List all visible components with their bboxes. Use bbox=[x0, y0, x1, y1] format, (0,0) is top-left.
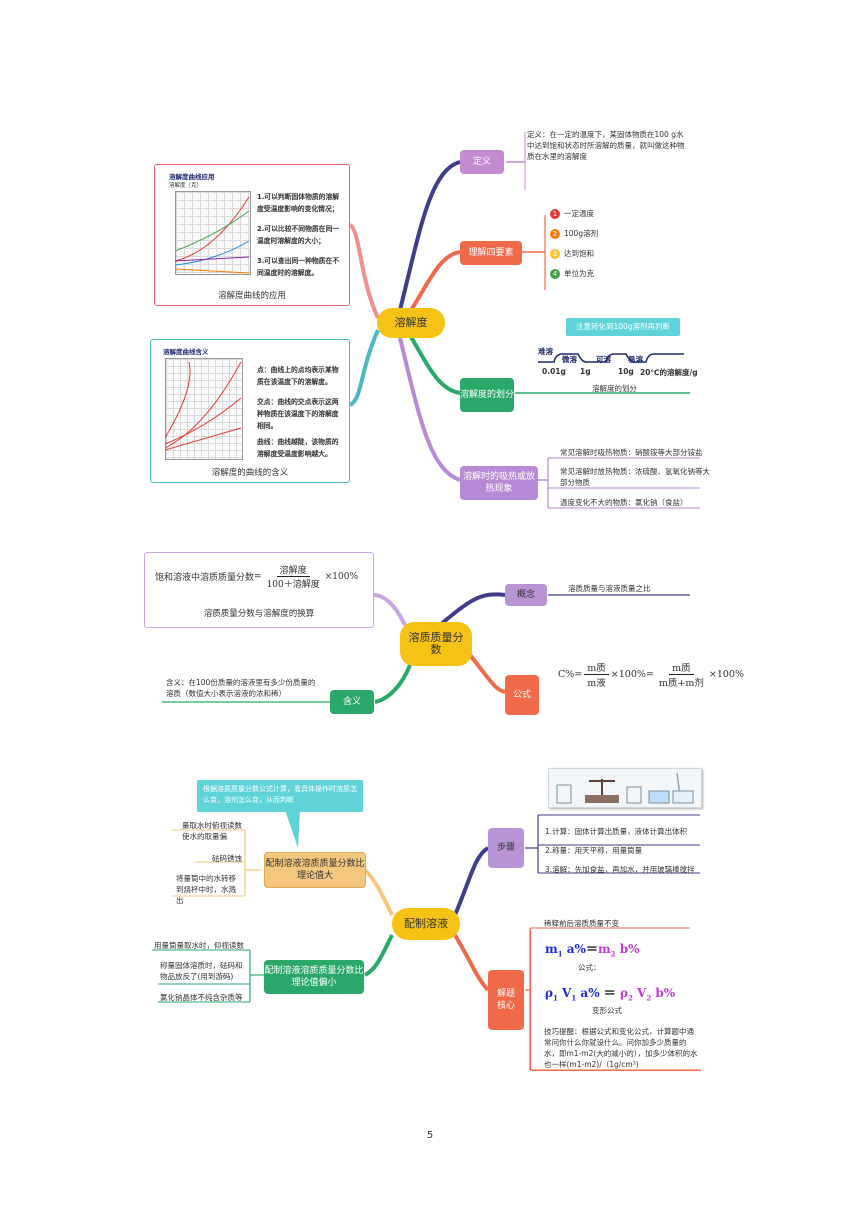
app-ylabel: 溶解度（克） bbox=[169, 183, 203, 189]
app-point-3: 3.可以查出同一种物质在不同温度时的溶解度。 bbox=[257, 257, 340, 277]
node-formula: 公式 bbox=[505, 675, 539, 715]
node-heat: 溶解时的吸热或放热现象 bbox=[460, 466, 538, 500]
tick-20c: 20℃的溶解度/g bbox=[640, 368, 698, 377]
division-note: 注意转化到100g溶剂再判断 bbox=[566, 318, 680, 336]
higher-item-2: 砝码锈蚀 bbox=[212, 854, 242, 863]
higher-item-3: 将量筒中的水转移到烧杯中时，水溅出 bbox=[176, 874, 236, 905]
meaning-curve: 曲线：曲线越陡，该物质的溶解度受温度影响越大。 bbox=[257, 438, 339, 458]
heat-item-release: 常见溶解时放热物质：浓硫酸、氢氧化钠等大部分物质 bbox=[560, 467, 710, 487]
lab-equipment-image bbox=[548, 768, 702, 808]
concept-text: 溶质质量与溶液质量之比 bbox=[568, 584, 651, 593]
node-higher-than-theory: 配制溶液溶质质量分数比理论值大 bbox=[264, 852, 366, 888]
node-meaning: 含义 bbox=[330, 690, 374, 714]
lower-item-2: 称量固体溶质时，砝码和物品放反了(用到游码) bbox=[160, 961, 243, 981]
conversion-caption: 溶质质量分数与溶解度的换算 bbox=[203, 609, 315, 619]
lab-equipment-icon bbox=[556, 772, 694, 804]
dilution-formula: m1 a%＝m2 b% bbox=[545, 942, 640, 959]
lower-item-3: 氯化钠晶体不纯含杂质等 bbox=[160, 993, 243, 1002]
page-number: 5 bbox=[426, 1130, 434, 1141]
lower-item-1: 用量筒量取水时，仰视读数 bbox=[154, 941, 244, 950]
app-point-2: 2.可以比较不同物质在同一温度时溶解度的大小； bbox=[257, 225, 340, 245]
meaning-point: 点：曲线上的点均表示某物质在该温度下的溶解度。 bbox=[257, 366, 339, 386]
heat-item-neutral: 温度变化不大的物质：氯化钠（食盐） bbox=[560, 498, 688, 507]
tick-10: 10g bbox=[618, 367, 634, 376]
variant-label: 变形公式 bbox=[592, 1006, 622, 1015]
core-title: 稀释前后溶质质量不变 bbox=[544, 919, 619, 928]
core-tip: 技巧提醒：根据公式和变化公式，计算题中通常问你什么你就设什么。问你加多少质量的水… bbox=[544, 1027, 698, 1069]
center-node-prepare: 配制溶液 bbox=[392, 908, 460, 940]
app-title: 溶解度曲线应用 bbox=[169, 173, 215, 181]
node-steps: 步骤 bbox=[488, 828, 524, 868]
level-soluble: 可溶 bbox=[596, 355, 611, 364]
meaning-curves bbox=[165, 361, 242, 451]
tick-001: 0.01g bbox=[542, 367, 566, 376]
level-hard: 难溶 bbox=[538, 347, 553, 356]
definition-text: 定义：在一定的温度下，某固体物质在100 g水中达到饱和状态时所溶解的质量，就叫… bbox=[527, 130, 685, 161]
curve-meaning-box: 溶解度曲线含义 点：曲线上的点均表示某物质在该温度下的溶解度。 交点：曲线的交点… bbox=[150, 339, 350, 483]
node-concept: 概念 bbox=[505, 584, 547, 606]
app-caption: 溶解度曲线的应用 bbox=[217, 291, 286, 301]
level-easy: 易溶 bbox=[628, 355, 643, 364]
step-2: 2.称量：用天平称，用量筒量 bbox=[545, 846, 643, 855]
curve-application-box: 溶解度曲线应用 溶解度（克） 1.可以判断固体物质的溶解度受温度影响的变化情况；… bbox=[154, 164, 350, 306]
solubility-scale-curve bbox=[538, 353, 684, 363]
meaning-chart-thumbnail bbox=[165, 358, 243, 460]
center-node-mass-fraction: 溶质质量分数 bbox=[400, 622, 472, 666]
meaning-intersection: 交点：曲线的交点表示这两种物质在该温度下的溶解度相同。 bbox=[257, 398, 339, 430]
node-definition: 定义 bbox=[460, 150, 504, 174]
core-bracket bbox=[530, 930, 701, 1071]
meaning-text: 含义：在100份质量的溶液里有多少份质量的溶质（数值大小表示溶液的浓和稀） bbox=[166, 678, 316, 698]
step-1: 1.计算：固体计算出质量，液体计算出体积 bbox=[545, 827, 688, 836]
division-caption: 溶解度的划分 bbox=[592, 384, 637, 393]
node-four-elements: 理解四要素 bbox=[460, 241, 522, 265]
center-node-solubility: 溶解度 bbox=[377, 308, 445, 338]
formula-label: 公式： bbox=[578, 963, 601, 972]
app-point-1: 1.可以判断固体物质的溶解度受温度影响的变化情况； bbox=[257, 193, 340, 213]
step-3: 3.溶解：先加食盐，再加水，并用玻璃棒搅拌 bbox=[545, 865, 695, 874]
level-slight: 微溶 bbox=[562, 355, 577, 364]
dilution-formula-variant: ρ1 V1 a% ＝ ρ2 V2 b% bbox=[545, 986, 676, 1003]
node-division: 溶解度的划分 bbox=[460, 378, 514, 412]
solubility-curves bbox=[175, 196, 250, 274]
node-core: 解题核心 bbox=[488, 970, 524, 1030]
meaning-title: 溶解度曲线含义 bbox=[163, 348, 209, 356]
higher-item-1: 量取水时俯视读数使水的取量偏 bbox=[182, 821, 242, 841]
node-lower-than-theory: 配制溶液溶质质量分数比理论值偏小 bbox=[264, 960, 364, 994]
meaning-caption: 溶解度的曲线的含义 bbox=[211, 468, 289, 478]
hint-box: 根据溶质质量分数公式计算，看具体操作时溶质怎么变，溶剂怎么变，从而判断 bbox=[197, 780, 363, 812]
tick-1: 1g bbox=[580, 367, 591, 376]
heat-item-absorb: 常见溶解时吸热物质：硝酸铵等大部分铵盐 bbox=[560, 448, 703, 457]
